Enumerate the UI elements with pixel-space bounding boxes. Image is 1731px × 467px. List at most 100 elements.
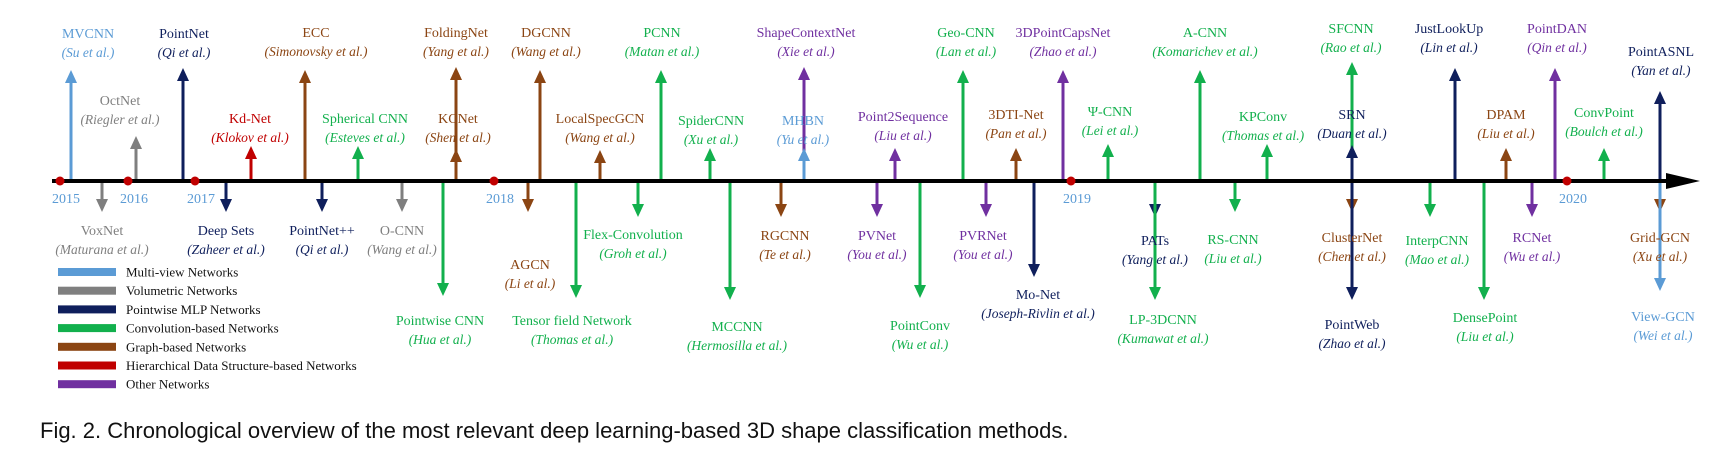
method-authors-pats: (Yang et al.) [1122, 252, 1188, 267]
method-name-justlookup: JustLookUp [1415, 22, 1483, 37]
arrow-head-agcn [522, 199, 534, 212]
year-label-2016: 2016 [120, 192, 148, 207]
method-name-pvrnet: PVRNet [959, 229, 1007, 244]
method-name-kd-net: Kd-Net [229, 112, 271, 127]
method-authors-spidercnn: (Xu et al.) [684, 132, 739, 147]
method-arrows [65, 62, 1666, 300]
arrow-head-dpam [1500, 148, 1512, 161]
method-name-pointnet: PointNet++ [289, 224, 355, 239]
legend-label-multiview: Multi-view Networks [126, 265, 238, 280]
method-name-densepoint: DensePoint [1453, 311, 1518, 326]
arrow-head-foldingnet [450, 67, 462, 80]
method-name-octnet: OctNet [100, 94, 141, 109]
method-authors-pvnet: (You et al.) [847, 247, 907, 262]
arrow-head-mhbn [798, 148, 810, 161]
method-name-sfcnn: SFCNN [1328, 22, 1373, 37]
arrow-head-geo-cnn [957, 70, 969, 83]
method-labels: MVCNN(Su et al.)VoxNet(Maturana et al.)O… [55, 22, 1695, 353]
year-dot-2018 [489, 176, 499, 186]
method-authors-pointnet: (Qi et al.) [296, 242, 349, 257]
method-name-voxnet: VoxNet [81, 224, 124, 239]
method-name-convpoint: ConvPoint [1574, 106, 1634, 121]
year-label-2019: 2019 [1063, 192, 1091, 207]
method-name-point2sequence: Point2Sequence [858, 110, 948, 125]
method-name-localspecgcn: LocalSpecGCN [556, 112, 645, 127]
method-name-pointdan: PointDAN [1527, 22, 1587, 37]
method-authors-3dti-net: (Pan et al.) [985, 126, 1047, 141]
method-name-pointnet: PointNet [159, 27, 209, 42]
method-name-agcn: AGCN [510, 258, 550, 273]
arrow-head-tensor-field-network [570, 285, 582, 298]
arrow-head-o-cnn [396, 199, 408, 212]
method-name-deep-sets: Deep Sets [198, 224, 254, 239]
method-authors-agcn: (Li et al.) [505, 276, 556, 291]
method-authors-shapecontextnet: (Xie et al.) [777, 44, 835, 59]
figure-caption: Fig. 2. Chronological overview of the mo… [40, 418, 1069, 443]
method-name-shapecontextnet: ShapeContextNet [757, 26, 856, 41]
method-name-dgcnn: DGCNN [521, 26, 571, 41]
method-authors-mccnn: (Hermosilla et al.) [687, 338, 788, 353]
method-authors-interpcnn: (Mao et al.) [1405, 252, 1470, 267]
method-name-mccnn: MCCNN [711, 320, 762, 335]
method-authors-cnn: (Lei et al.) [1082, 123, 1139, 138]
method-name-dpam: DPAM [1486, 108, 1526, 123]
arrow-head-mvcnn [65, 70, 77, 83]
arrow-head-pcnn [655, 70, 667, 83]
method-name-interpcnn: InterpCNN [1406, 234, 1469, 249]
method-authors-foldingnet: (Yang et al.) [423, 44, 489, 59]
method-name-3dpointcapsnet: 3DPointCapsNet [1016, 26, 1111, 41]
method-authors-deep-sets: (Zaheer et al.) [187, 242, 265, 257]
arrow-head-dgcnn [534, 70, 546, 83]
arrow-head-ecc [299, 70, 311, 83]
arrow-head-localspecgcn [594, 150, 606, 163]
arrow-head-deep-sets [220, 199, 232, 212]
year-dot-2015 [55, 176, 65, 186]
method-authors-pointwise-cnn: (Hua et al.) [409, 332, 472, 347]
arrow-head-pointnet [316, 199, 328, 212]
arrow-head-srn [1346, 145, 1358, 158]
method-name-spherical-cnn: Spherical CNN [322, 112, 408, 127]
method-authors-pcnn: (Matan et al.) [625, 44, 700, 59]
method-name-view-gcn: View-GCN [1631, 310, 1695, 325]
legend-label-pointwise: Pointwise MLP Networks [126, 302, 261, 317]
arrow-head-cnn [1102, 144, 1114, 157]
method-authors-pointconv: (Wu et al.) [892, 337, 949, 352]
arrow-head-densepoint [1478, 287, 1490, 300]
arrow-head-pointweb [1346, 287, 1358, 300]
method-name-mvcnn: MVCNN [62, 27, 114, 42]
arrow-head-shapecontextnet [798, 67, 810, 80]
method-authors-kpconv: (Thomas et al.) [1222, 128, 1305, 143]
legend-swatch-hierarchical [58, 361, 116, 370]
year-dot-2017 [190, 176, 200, 186]
arrow-head-pointdan [1549, 68, 1561, 81]
arrow-head-mccnn [724, 287, 736, 300]
legend-swatch-volumetric [58, 286, 116, 295]
arrow-head-rgcnn [775, 204, 787, 217]
arrow-head-sfcnn [1346, 62, 1358, 75]
arrow-head-mo-net [1028, 264, 1040, 277]
method-name-pvnet: PVNet [858, 229, 896, 244]
method-authors-mo-net: (Joseph-Rivlin et al.) [981, 306, 1095, 321]
year-dot-2020 [1562, 176, 1572, 186]
arrow-head-pointconv [914, 285, 926, 298]
method-authors-srn: (Duan et al.) [1317, 126, 1387, 141]
timeline-arrowhead [1666, 173, 1700, 189]
method-authors-pointweb: (Zhao et al.) [1318, 336, 1386, 351]
method-name-o-cnn: O-CNN [380, 224, 424, 239]
legend-label-graph: Graph-based Networks [126, 339, 246, 354]
arrow-head-kpconv [1261, 144, 1273, 157]
method-authors-rcnet: (Wu et al.) [1504, 249, 1561, 264]
method-name-kcnet: KCNet [438, 112, 478, 127]
method-authors-point2sequence: (Liu et al.) [874, 128, 932, 143]
method-authors-pointdan: (Qin et al.) [1527, 40, 1587, 55]
method-authors-convpoint: (Boulch et al.) [1565, 124, 1643, 139]
arrow-head-kd-net [245, 146, 257, 159]
year-label-2015: 2015 [52, 192, 80, 207]
arrow-head-pointasnl [1654, 91, 1666, 104]
method-name-mhbn: MHBN [782, 114, 824, 129]
legend-label-convolution: Convolution-based Networks [126, 321, 279, 336]
arrow-head-point2sequence [889, 148, 901, 161]
method-authors-pvrnet: (You et al.) [953, 247, 1013, 262]
arrow-head-convpoint [1598, 148, 1610, 161]
